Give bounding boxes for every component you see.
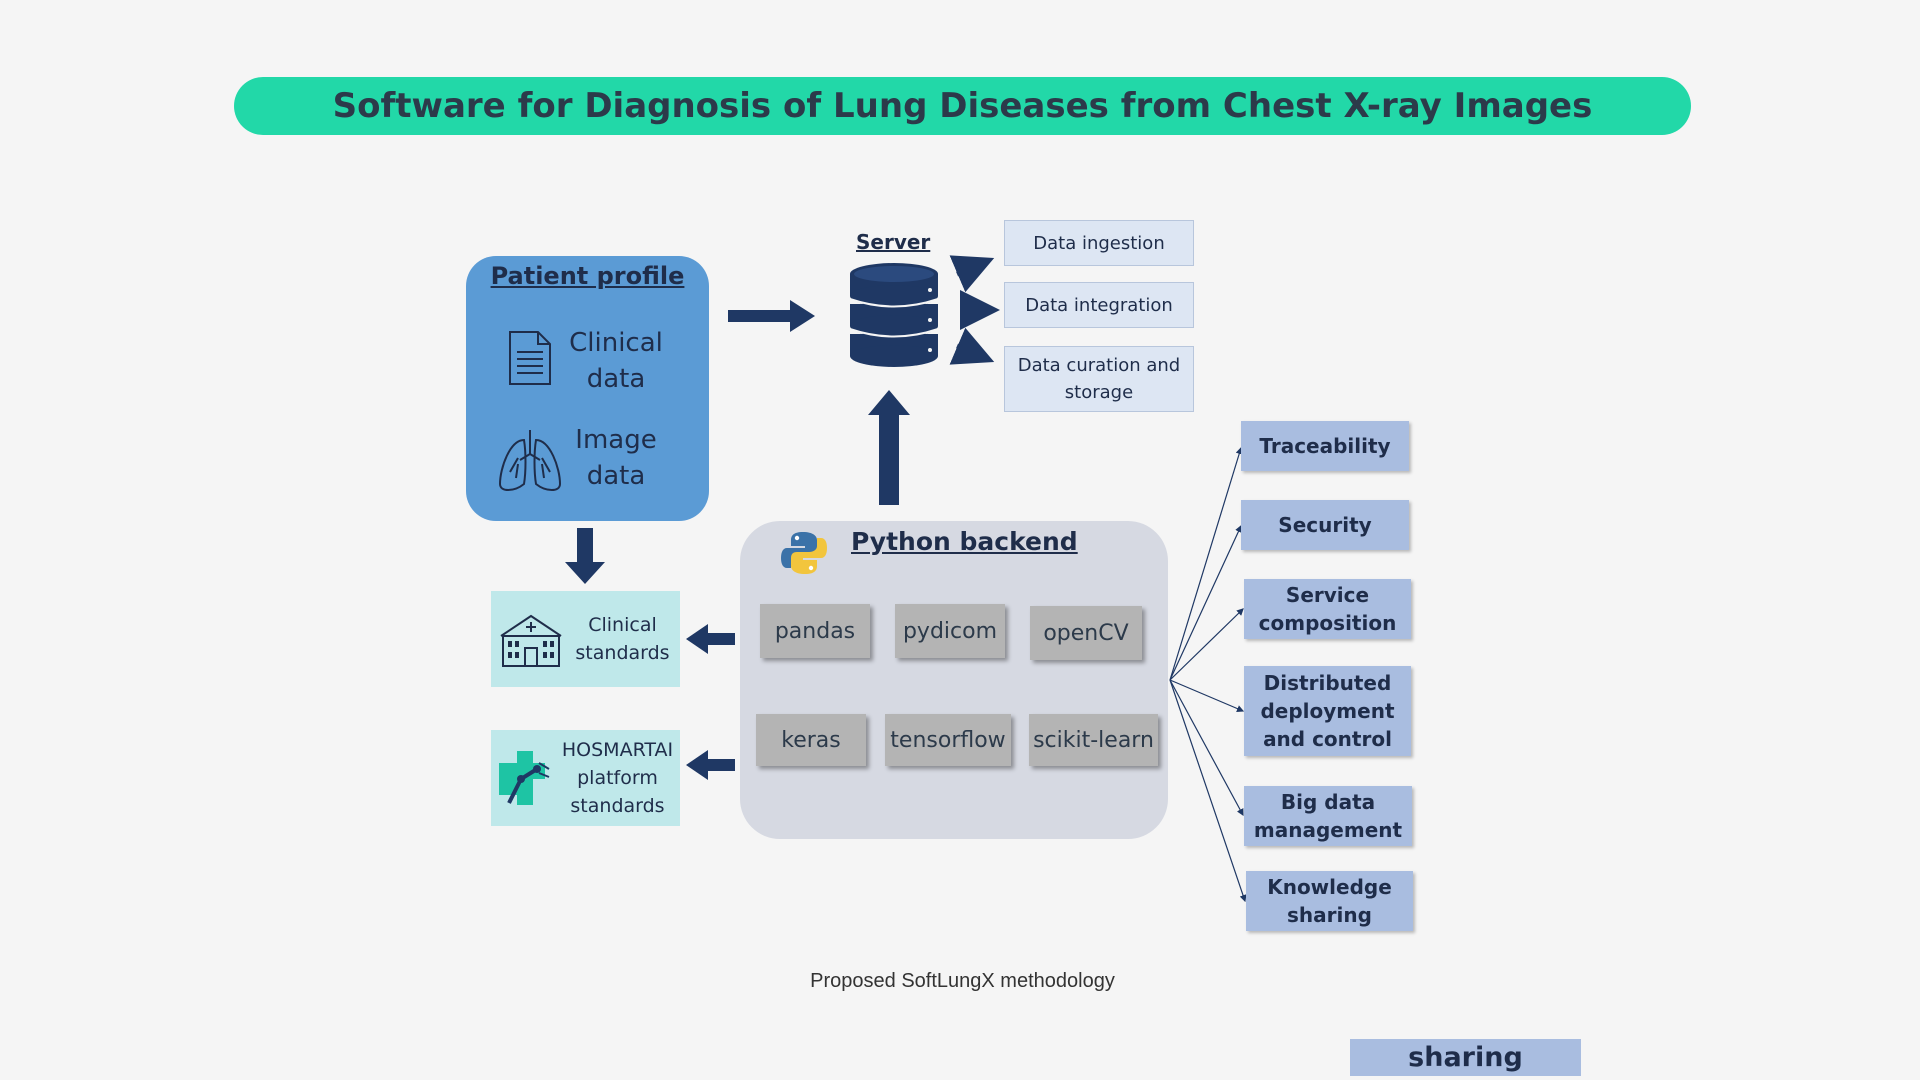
hospital-icon (500, 614, 562, 667)
hosmartai-l3: standards (570, 795, 665, 817)
database-icon (849, 263, 939, 367)
data-ingestion-box: Data ingestion (1004, 220, 1194, 266)
lib-keras: keras (756, 714, 866, 766)
arrow-patient-to-server (728, 300, 815, 332)
feature-service-composition: Service composition (1244, 579, 1411, 639)
patient-profile-box (466, 256, 709, 521)
fan-bigdata (1169, 679, 1244, 817)
server-label: Server (856, 230, 931, 254)
hosmartai-l1: HOSMARTAI (561, 739, 674, 761)
hosmartai-l2: platform (577, 767, 658, 789)
arrow-server-to-ingestion (949, 255, 995, 293)
clinical-standards-l2: standards (575, 642, 670, 664)
python-logo-icon (781, 532, 827, 574)
arrow-server-to-curation (949, 327, 995, 365)
feature-distributed-deployment: Distributed deployment and control (1244, 666, 1411, 756)
clinical-data-label: Clinical data (569, 328, 663, 394)
fan-knowledge (1169, 679, 1247, 903)
data-integration-box: Data integration (1004, 282, 1194, 328)
arrow-backend-to-clinical (686, 624, 735, 654)
robot-arm-icon (499, 751, 550, 805)
patient-profile-title: Patient profile (490, 262, 685, 290)
clinical-standards-box: Clinical standards (491, 591, 680, 687)
data-curation-box: Data curation and storage (1004, 346, 1194, 412)
clinical-standards-l1: Clinical (588, 614, 657, 636)
bottom-sharing-box: sharing (1350, 1039, 1581, 1076)
lib-pandas: pandas (760, 604, 870, 658)
lib-pydicom: pydicom (895, 604, 1005, 658)
lungs-icon (498, 430, 562, 491)
lib-tensorflow: tensorflow (885, 714, 1011, 766)
fan-security (1169, 524, 1242, 681)
document-icon (509, 331, 551, 385)
feature-traceability: Traceability (1241, 421, 1409, 471)
image-data-label: Image data (575, 425, 657, 491)
arrow-backend-to-server (868, 390, 910, 505)
lib-scikit-learn: scikit-learn (1029, 714, 1158, 766)
figure-caption: Proposed SoftLungX methodology (810, 970, 1115, 992)
fan-service (1169, 608, 1244, 681)
python-backend-title: Python backend (851, 527, 1078, 556)
lib-opencv: openCV (1030, 606, 1142, 660)
arrow-patient-to-standards (565, 528, 605, 584)
feature-security: Security (1241, 500, 1409, 550)
arrow-backend-to-hosmartai (686, 750, 735, 780)
page-title: Software for Diagnosis of Lung Diseases … (234, 77, 1691, 135)
feature-knowledge-sharing: Knowledge sharing (1246, 871, 1413, 931)
fan-distributed (1169, 679, 1245, 712)
python-backend-box (740, 521, 1168, 839)
fan-traceability (1169, 446, 1243, 681)
feature-big-data-management: Big data management (1244, 786, 1412, 846)
hosmartai-standards-box: HOSMARTAI platform standards (491, 730, 680, 826)
